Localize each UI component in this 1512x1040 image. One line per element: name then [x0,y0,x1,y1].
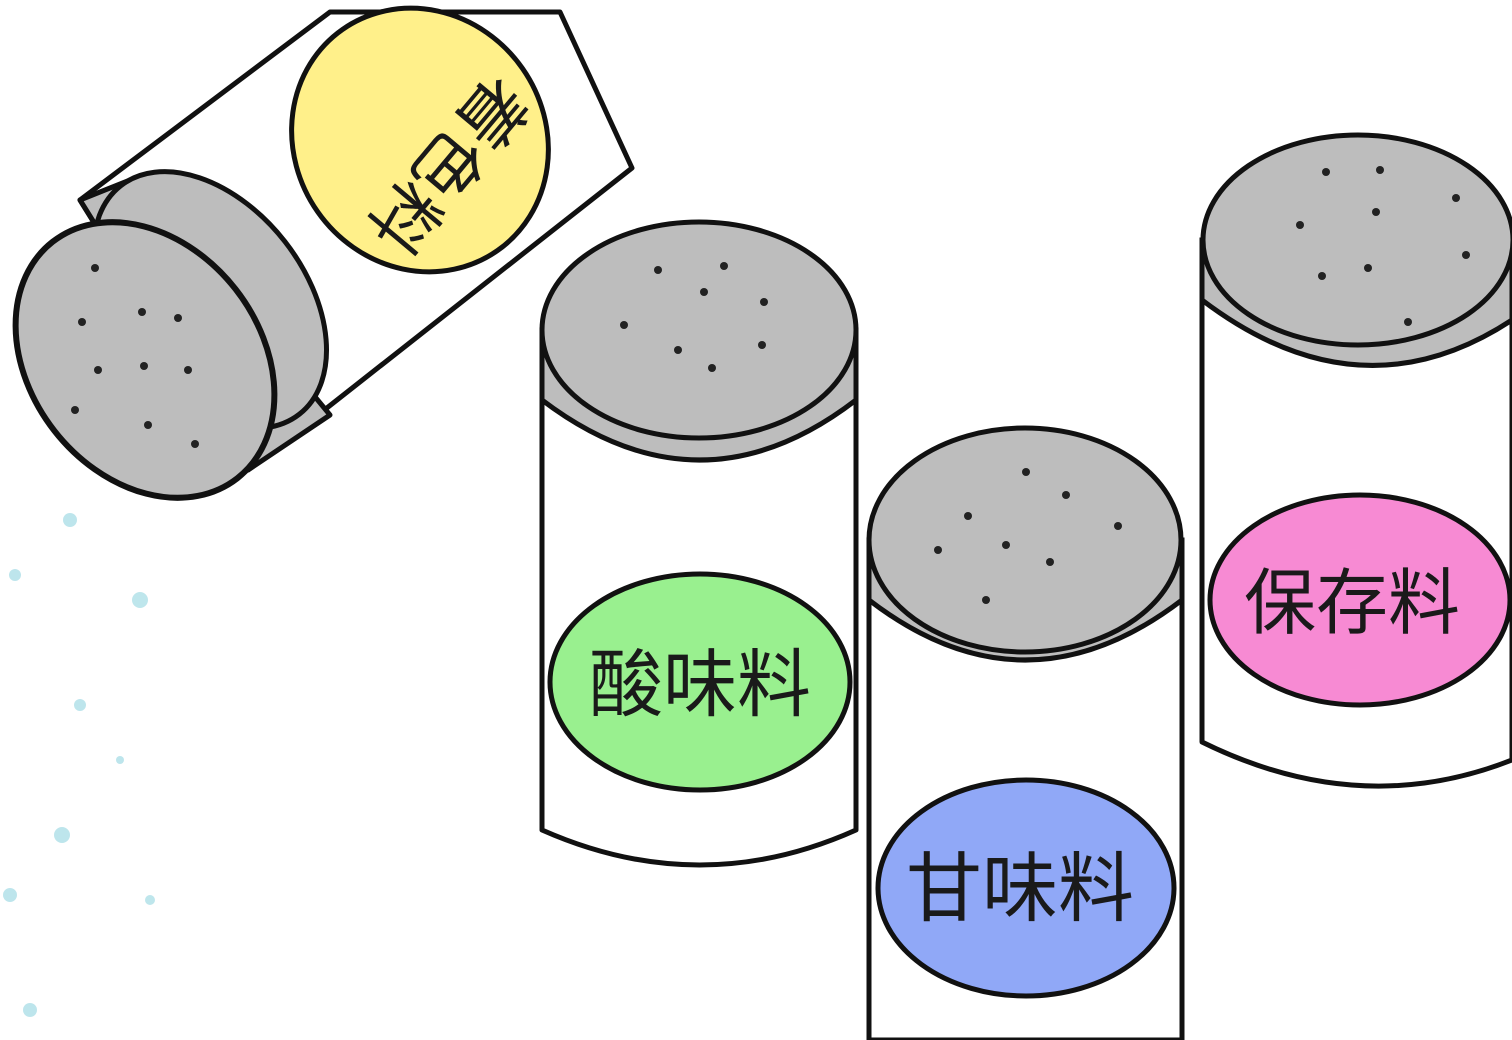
shaker-acidulant: 酸味料 [539,219,859,868]
label-text-acidulant: 酸味料 [589,642,811,728]
cap-holes [1296,166,1470,326]
cap-holes [934,468,1122,604]
label-text-sweetener: 甘味料 [906,844,1134,933]
shaker-sweetener: 甘味料 [866,425,1185,1040]
label-text-preservative: 保存料 [1244,561,1460,645]
label-acidulant [547,571,853,793]
label-preservative [1207,492,1512,708]
falling-powder [3,513,155,1017]
cap-holes [71,264,199,448]
label-coloring [289,5,551,275]
label-sweetener [875,777,1177,999]
shaker-coloring: 着色料 [12,5,635,501]
shaker-preservative: 保存料 [1199,132,1512,789]
cap-holes [620,262,768,372]
